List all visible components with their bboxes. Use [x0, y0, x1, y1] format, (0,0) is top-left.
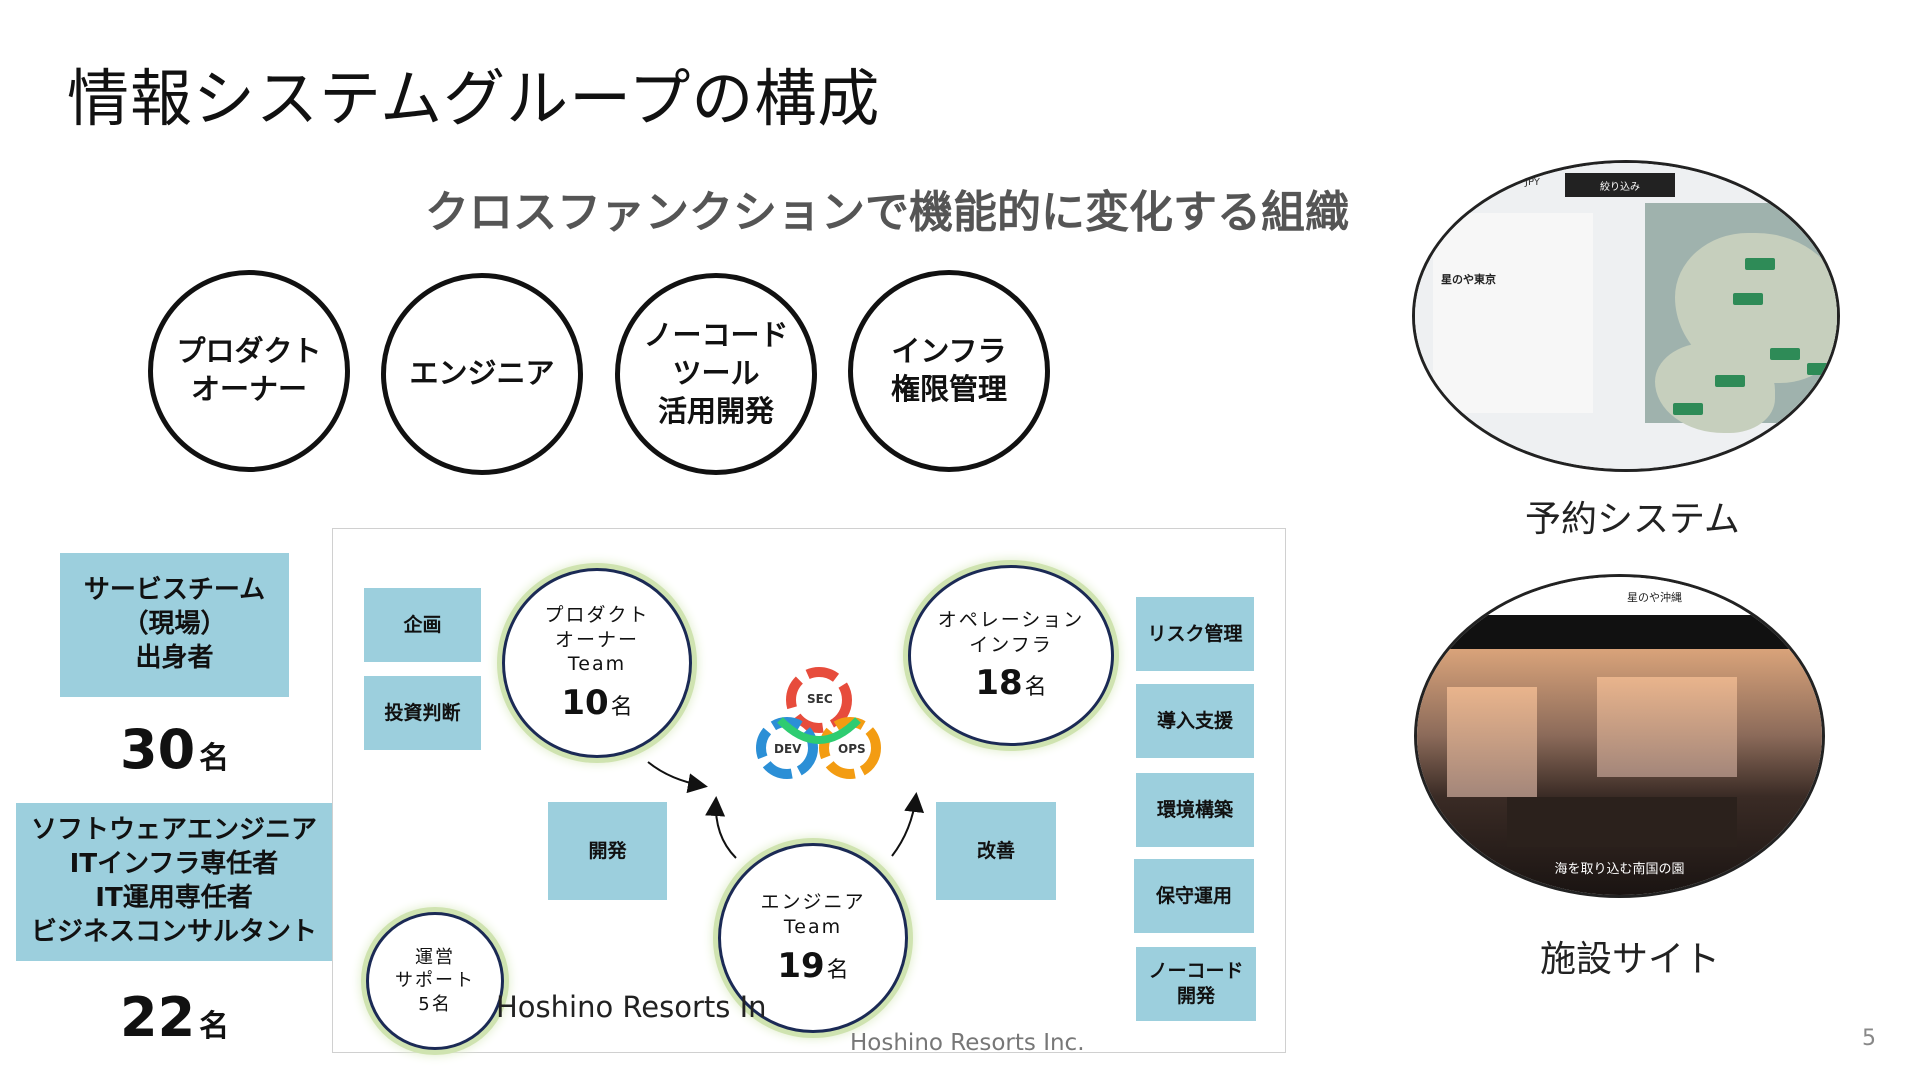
team-operation-infra: オペレーション インフラ 18名	[908, 565, 1114, 746]
page-title: 情報システムグループの構成	[67, 62, 881, 135]
footer-company: Hoshino Resorts Inc.	[850, 1030, 1085, 1056]
box-nocode: ノーコード 開発	[1136, 947, 1256, 1021]
booking-system-caption: 予約システム	[1525, 499, 1740, 540]
booking-hotel-name: 星のや東京	[1441, 273, 1496, 286]
devsecops-sec-label: SEC	[807, 692, 833, 706]
booking-system-screenshot: 絞り込み JPY 星のや東京	[1412, 160, 1840, 472]
role-infra: インフラ 権限管理	[848, 270, 1050, 472]
box-kaihatsu: 開発	[548, 802, 667, 900]
diagram-watermark: Hoshino Resorts In	[496, 990, 767, 1024]
box-risk: リスク管理	[1136, 597, 1254, 671]
booking-filter-bar: 絞り込み	[1565, 173, 1675, 197]
facility-brand: 星のや沖縄	[1627, 591, 1682, 604]
team-engineer: エンジニア Team 19名	[718, 843, 908, 1033]
role-product-owner: プロダクト オーナー	[148, 270, 350, 472]
page-number: 5	[1862, 1026, 1876, 1051]
box-kikaku: 企画	[364, 588, 481, 662]
facility-site-screenshot: 星のや沖縄 海を取り込む南国の園	[1414, 574, 1825, 898]
page-subtitle: クロスファンクションで機能的に変化する組織	[425, 187, 1349, 238]
service-team-box: サービスチーム （現場） 出身者	[60, 553, 289, 697]
role-nocode: ノーコード ツール 活用開発	[615, 273, 817, 475]
booking-currency: JPY	[1525, 177, 1540, 188]
team-product-owner: プロダクト オーナー Team 10名	[502, 568, 692, 758]
team-support: 運営 サポート 5名	[366, 912, 504, 1050]
box-kaizen: 改善	[936, 802, 1056, 900]
devsecops-logo-icon	[756, 667, 881, 779]
box-toushi: 投資判断	[364, 676, 481, 750]
box-kankyo: 環境構築	[1136, 773, 1254, 847]
box-dounyu: 導入支援	[1136, 684, 1254, 758]
devsecops-ops-label: OPS	[838, 742, 866, 756]
engineer-group-box: ソフトウェアエンジニア ITインフラ専任者 IT運用専任者 ビジネスコンサルタン…	[16, 803, 332, 961]
facility-site-caption: 施設サイト	[1540, 939, 1721, 980]
role-engineer: エンジニア	[381, 273, 583, 475]
box-hoshu: 保守運用	[1134, 859, 1254, 933]
devsecops-dev-label: DEV	[774, 742, 802, 756]
facility-tagline: 海を取り込む南国の園	[1554, 862, 1685, 877]
